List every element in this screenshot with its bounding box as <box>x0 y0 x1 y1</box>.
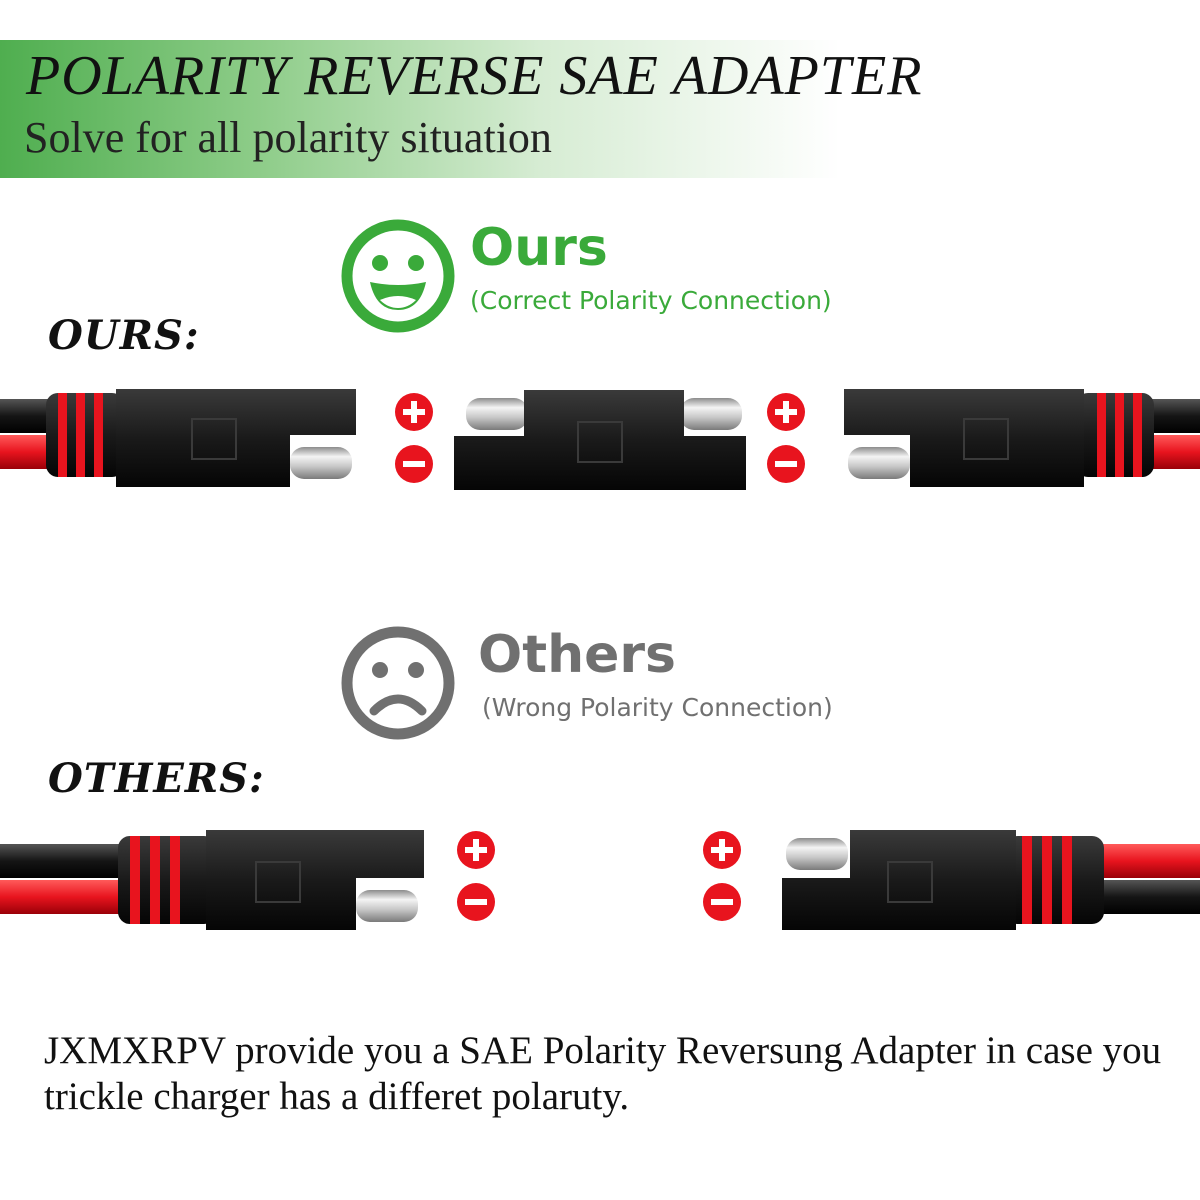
page-subtitle: Solve for all polarity situation <box>24 113 552 162</box>
polarity-reverse-adapter <box>454 390 746 490</box>
minus-sign-icon <box>395 445 433 483</box>
ours-badge-subtitle: (Correct Polarity Connection) <box>470 286 832 315</box>
minus-sign-icon <box>767 445 805 483</box>
others-badge-subtitle: (Wrong Polarity Connection) <box>482 693 833 722</box>
sad-face-icon <box>341 626 455 740</box>
sae-connector-left <box>0 830 424 930</box>
sae-connector-right <box>782 830 1200 930</box>
sae-connector-left <box>0 389 356 487</box>
happy-face-icon <box>341 219 455 333</box>
footer-description: JXMXRPV provide you a SAE Polarity Rever… <box>44 1029 1162 1118</box>
others-badge-title: Others <box>478 625 676 685</box>
page-title: POLARITY REVERSE SAE ADAPTER <box>26 45 923 107</box>
plus-sign-icon <box>395 393 433 431</box>
plus-sign-icon <box>457 831 495 869</box>
minus-sign-icon <box>703 883 741 921</box>
sae-connector-right <box>844 389 1200 487</box>
plus-sign-icon <box>703 831 741 869</box>
header-banner <box>0 40 1200 178</box>
plus-sign-icon <box>767 393 805 431</box>
minus-sign-icon <box>457 883 495 921</box>
ours-section-label: OURS: <box>48 312 200 359</box>
ours-badge-title: Ours <box>470 218 608 278</box>
others-section-label: OTHERS: <box>48 755 265 802</box>
